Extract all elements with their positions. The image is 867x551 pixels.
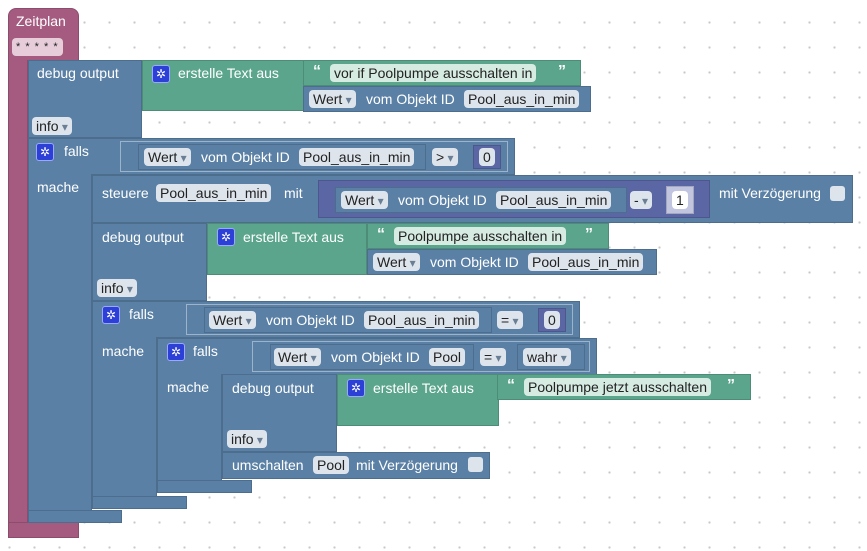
boolean-dropdown[interactable]: wahr xyxy=(523,348,571,366)
cron-field[interactable]: * * * * * xyxy=(12,38,63,56)
operator-dropdown[interactable]: = xyxy=(497,311,523,329)
operator-dropdown[interactable]: - xyxy=(630,191,653,209)
delay-checkbox[interactable] xyxy=(830,186,845,201)
text-join-label: erstelle Text aus xyxy=(178,65,279,81)
attr-dropdown[interactable]: Wert xyxy=(209,311,256,329)
attr-dropdown[interactable]: Wert xyxy=(309,90,356,108)
quote-close-icon: ” xyxy=(585,226,593,243)
attr-dropdown[interactable]: Wert xyxy=(373,253,420,271)
delay-label: mit Verzögerung xyxy=(719,185,821,201)
text-join-label: erstelle Text aus xyxy=(373,380,474,396)
number-field[interactable]: 1 xyxy=(672,191,688,209)
schedule-label: Zeitplan xyxy=(16,13,66,29)
object-id-field[interactable]: Pool xyxy=(313,456,350,474)
do-label: mache xyxy=(102,343,145,359)
object-id-field[interactable]: Pool_aus_in_min xyxy=(299,148,415,166)
do-label: mache xyxy=(167,379,210,395)
object-id-field[interactable]: Pool_aus_in_min xyxy=(528,253,644,271)
gear-icon[interactable]: ✲ xyxy=(167,343,185,361)
quote-close-icon: ” xyxy=(727,377,735,394)
quote-open-icon: “ xyxy=(313,63,321,80)
toggle-block[interactable] xyxy=(222,452,490,479)
object-id-field[interactable]: Pool_aus_in_min xyxy=(156,184,272,202)
if-block-3-arm xyxy=(157,374,222,484)
do-label: mache xyxy=(37,179,80,195)
attr-dropdown[interactable]: Wert xyxy=(274,348,321,366)
quote-close-icon: ” xyxy=(558,63,566,80)
attr-dropdown[interactable]: Wert xyxy=(144,148,191,166)
schedule-block-bottom xyxy=(8,522,79,538)
of-label: vom Objekt ID xyxy=(430,254,519,270)
quote-open-icon: “ xyxy=(377,226,385,243)
object-id-field[interactable]: Pool_aus_in_min xyxy=(364,311,480,329)
toggle-label: umschalten xyxy=(232,457,304,473)
debug-label: debug output xyxy=(232,380,314,396)
gear-icon[interactable]: ✲ xyxy=(152,65,170,83)
debug-label: debug output xyxy=(37,65,119,81)
object-id-field[interactable]: Pool xyxy=(429,348,466,366)
string-field[interactable]: vor if Poolpumpe ausschalten in xyxy=(330,64,537,82)
gear-icon[interactable]: ✲ xyxy=(217,228,235,246)
operator-dropdown[interactable]: > xyxy=(432,148,458,166)
gear-icon[interactable]: ✲ xyxy=(102,306,120,324)
gear-icon[interactable]: ✲ xyxy=(36,143,54,161)
if-block-2-arm xyxy=(92,337,157,499)
if-block-1-arm xyxy=(28,174,92,514)
quote-open-icon: “ xyxy=(507,377,515,394)
object-id-field[interactable]: Pool_aus_in_min xyxy=(496,191,612,209)
level-dropdown[interactable]: info xyxy=(97,279,137,297)
of-label: vom Objekt ID xyxy=(366,91,455,107)
control-label: steuere xyxy=(102,185,149,201)
operator-dropdown[interactable]: = xyxy=(480,348,506,366)
if-block-3-bottom xyxy=(157,480,252,493)
number-field[interactable]: 0 xyxy=(544,311,560,329)
level-dropdown[interactable]: info xyxy=(227,430,267,448)
delay-label: mit Verzögerung xyxy=(356,457,458,473)
delay-checkbox[interactable] xyxy=(468,457,483,472)
level-dropdown[interactable]: info xyxy=(32,117,72,135)
debug-label: debug output xyxy=(102,229,184,245)
of-label: vom Objekt ID xyxy=(201,149,290,165)
schedule-block-arm xyxy=(8,60,28,530)
of-label: vom Objekt ID xyxy=(266,312,355,328)
if-label: falls xyxy=(193,343,218,359)
attr-dropdown[interactable]: Wert xyxy=(341,191,388,209)
if-label: falls xyxy=(64,143,89,159)
object-id-field[interactable]: Pool_aus_in_min xyxy=(464,90,580,108)
gear-icon[interactable]: ✲ xyxy=(347,379,365,397)
of-label: vom Objekt ID xyxy=(398,192,487,208)
string-field[interactable]: Poolpumpe ausschalten in xyxy=(394,227,567,245)
if-block-1-bottom xyxy=(28,510,122,523)
if-label: falls xyxy=(129,306,154,322)
if-block-2-bottom xyxy=(92,496,187,509)
with-label: mit xyxy=(284,185,303,201)
of-label: vom Objekt ID xyxy=(331,349,420,365)
text-join-label: erstelle Text aus xyxy=(243,229,344,245)
number-field[interactable]: 0 xyxy=(479,148,495,166)
string-field[interactable]: Poolpumpe jetzt ausschalten xyxy=(524,378,711,396)
